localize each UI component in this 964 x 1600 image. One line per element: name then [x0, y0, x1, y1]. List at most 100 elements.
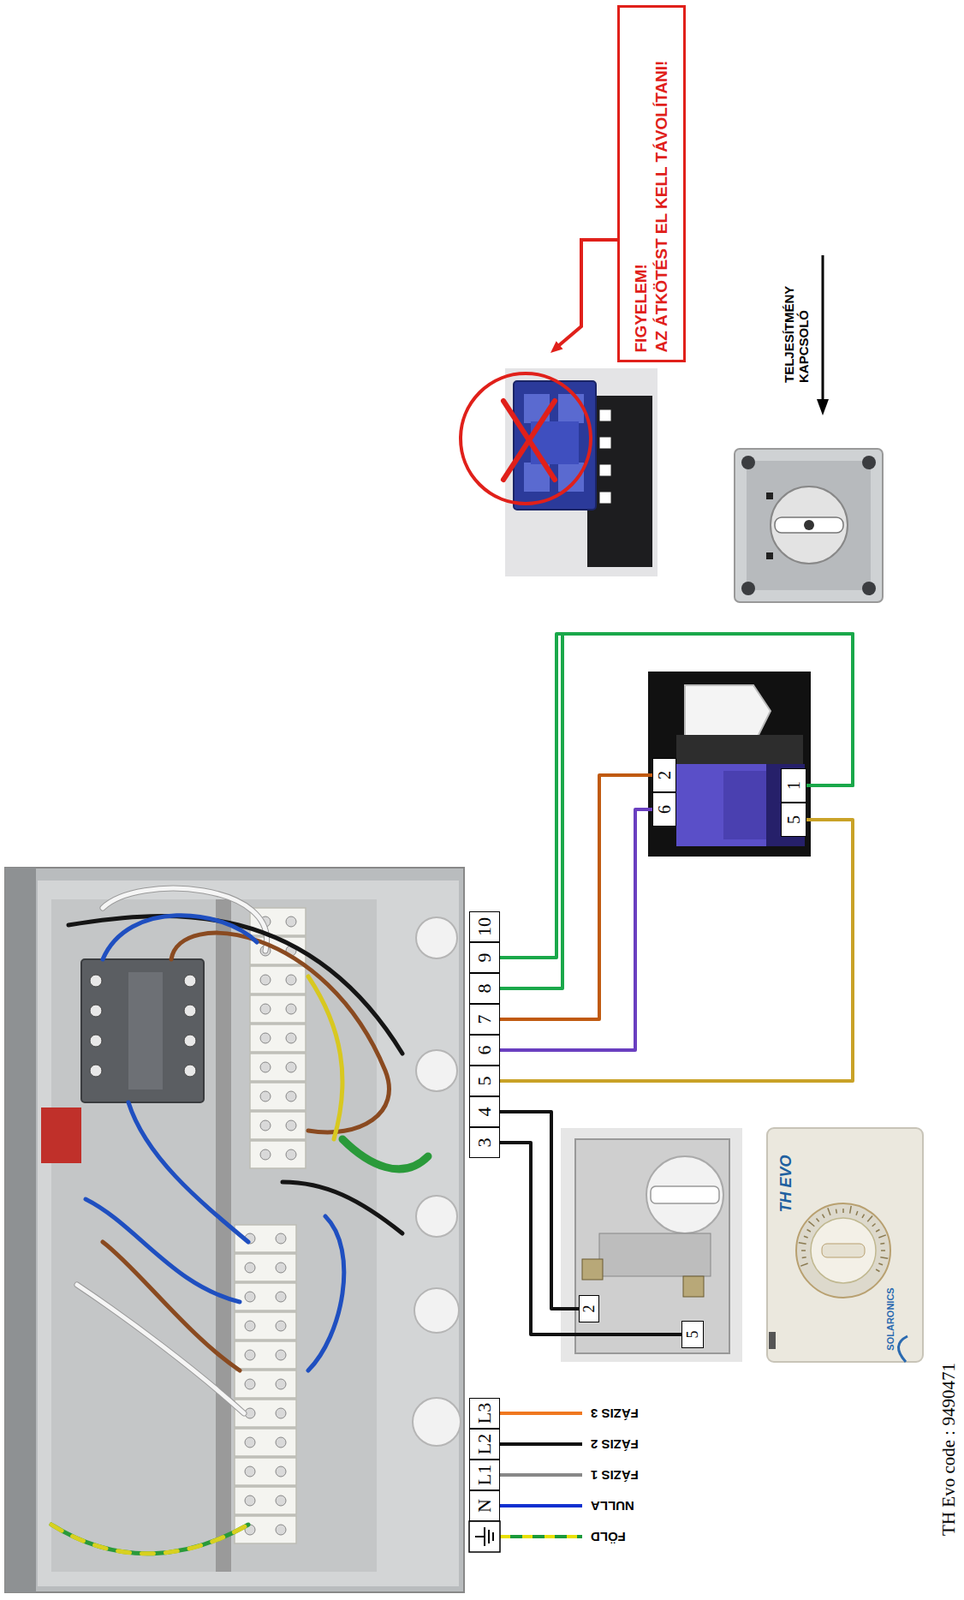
wire-connector	[499, 633, 853, 958]
brand-name: SOLARONICS	[885, 1286, 897, 1350]
dial-tick	[862, 1213, 865, 1218]
illustration-part	[308, 1215, 345, 1370]
illustration-part	[821, 1243, 865, 1257]
wire-connector	[499, 819, 853, 1081]
illustration-part	[503, 400, 555, 480]
illustration-part	[734, 448, 883, 602]
illustration-part	[796, 1202, 891, 1298]
terminal-box: 5	[780, 802, 807, 837]
terminal-number: 5	[475, 1076, 494, 1086]
illustration-part	[184, 1064, 197, 1077]
dial-tick	[850, 1205, 852, 1214]
phase-label: FÁZIS 2	[590, 1435, 639, 1451]
terminal-box: 3	[469, 1126, 500, 1158]
screw	[260, 974, 271, 985]
terminal-box: 5	[681, 1320, 704, 1348]
dial-tick	[842, 1207, 845, 1213]
wire-connector	[499, 809, 653, 1050]
illustration-part	[558, 239, 618, 346]
screw	[244, 1436, 256, 1447]
wire-connector	[499, 774, 653, 1019]
terminal-number: 2	[655, 770, 673, 780]
terminal-box: L2	[469, 1428, 500, 1459]
dial-tick	[872, 1223, 876, 1226]
illustration-part	[499, 1441, 583, 1446]
illustration-part	[599, 1232, 711, 1276]
screw	[244, 1320, 256, 1331]
terminal-block	[234, 1428, 297, 1456]
dial-tick	[827, 1207, 831, 1214]
illustration-part	[582, 1258, 603, 1280]
screw	[275, 1349, 286, 1360]
wire-connector	[499, 633, 853, 988]
screw	[275, 1320, 286, 1331]
illustration-part	[460, 373, 591, 504]
terminal-number: 1	[785, 780, 803, 790]
terminal-box: 9	[469, 941, 500, 973]
terminal-number: 5	[684, 1330, 701, 1339]
terminal-block	[234, 1340, 297, 1369]
illustration-part	[37, 880, 459, 1586]
terminal-number: L3	[475, 1402, 494, 1423]
screw	[285, 916, 297, 927]
terminal-number: L2	[475, 1433, 494, 1454]
illustration-part	[308, 975, 343, 1139]
terminal-block	[249, 1082, 306, 1110]
screw	[244, 1349, 256, 1360]
screw	[260, 1148, 271, 1160]
terminal-block	[234, 1253, 297, 1281]
dial-tick	[808, 1220, 815, 1226]
illustration-part	[582, 1258, 704, 1297]
dial-tick	[800, 1262, 808, 1266]
illustration-part	[41, 1106, 82, 1163]
illustration-part	[862, 455, 876, 470]
screw	[260, 1090, 271, 1101]
screw	[260, 1003, 271, 1014]
warning-note: AZ ÁTKÖTÉST EL KELL TÁVOLÍTANI!	[651, 15, 673, 352]
illustration-part	[89, 1034, 102, 1047]
illustration-part	[475, 1535, 485, 1537]
illustration-part	[768, 1331, 776, 1349]
illustration-part	[723, 770, 767, 840]
screw	[275, 1291, 286, 1302]
terminal-block	[249, 1023, 306, 1052]
illustration-part	[816, 398, 829, 416]
illustration-part	[599, 436, 612, 449]
terminal-number: N	[475, 1498, 494, 1512]
illustration-part	[184, 1034, 197, 1047]
terminal-box: 1	[780, 767, 807, 803]
illustration-part	[51, 898, 377, 1571]
illustration-part	[587, 395, 653, 567]
illustration-part	[416, 916, 458, 959]
dial-tick	[822, 1213, 826, 1218]
screw	[275, 1261, 286, 1273]
illustration-part	[803, 519, 815, 530]
switch-front-photo	[734, 255, 883, 602]
terminal-box: N	[469, 1489, 500, 1521]
screw	[260, 1119, 271, 1131]
illustration-part	[741, 455, 876, 596]
screw	[285, 1148, 297, 1160]
illustration-part	[499, 1410, 583, 1415]
terminal-number: 6	[655, 804, 673, 814]
illustration-part	[646, 1155, 724, 1233]
terminal-box: 5	[469, 1065, 500, 1096]
product-code: TH Evo code : 9490471	[938, 1362, 959, 1536]
product-name: TH EVO	[777, 1154, 796, 1212]
illustration-part	[184, 1004, 197, 1017]
dial-tick	[807, 1229, 811, 1232]
terminal-box: L3	[469, 1397, 500, 1429]
illustration-part	[215, 898, 232, 1571]
illustration-part	[741, 455, 756, 470]
terminal-number: 2	[581, 1304, 597, 1313]
illustration-part	[499, 1503, 583, 1507]
dial-tick	[880, 1249, 886, 1251]
illustration-part	[416, 1195, 458, 1237]
switch-label: TELJESÍTMÉNY KAPCSOLÓ	[781, 269, 812, 383]
illustration-part	[683, 1275, 704, 1297]
terminal-block	[234, 1311, 297, 1339]
dial-tick	[835, 1208, 838, 1214]
screw	[244, 1378, 256, 1389]
screw	[244, 1494, 256, 1506]
